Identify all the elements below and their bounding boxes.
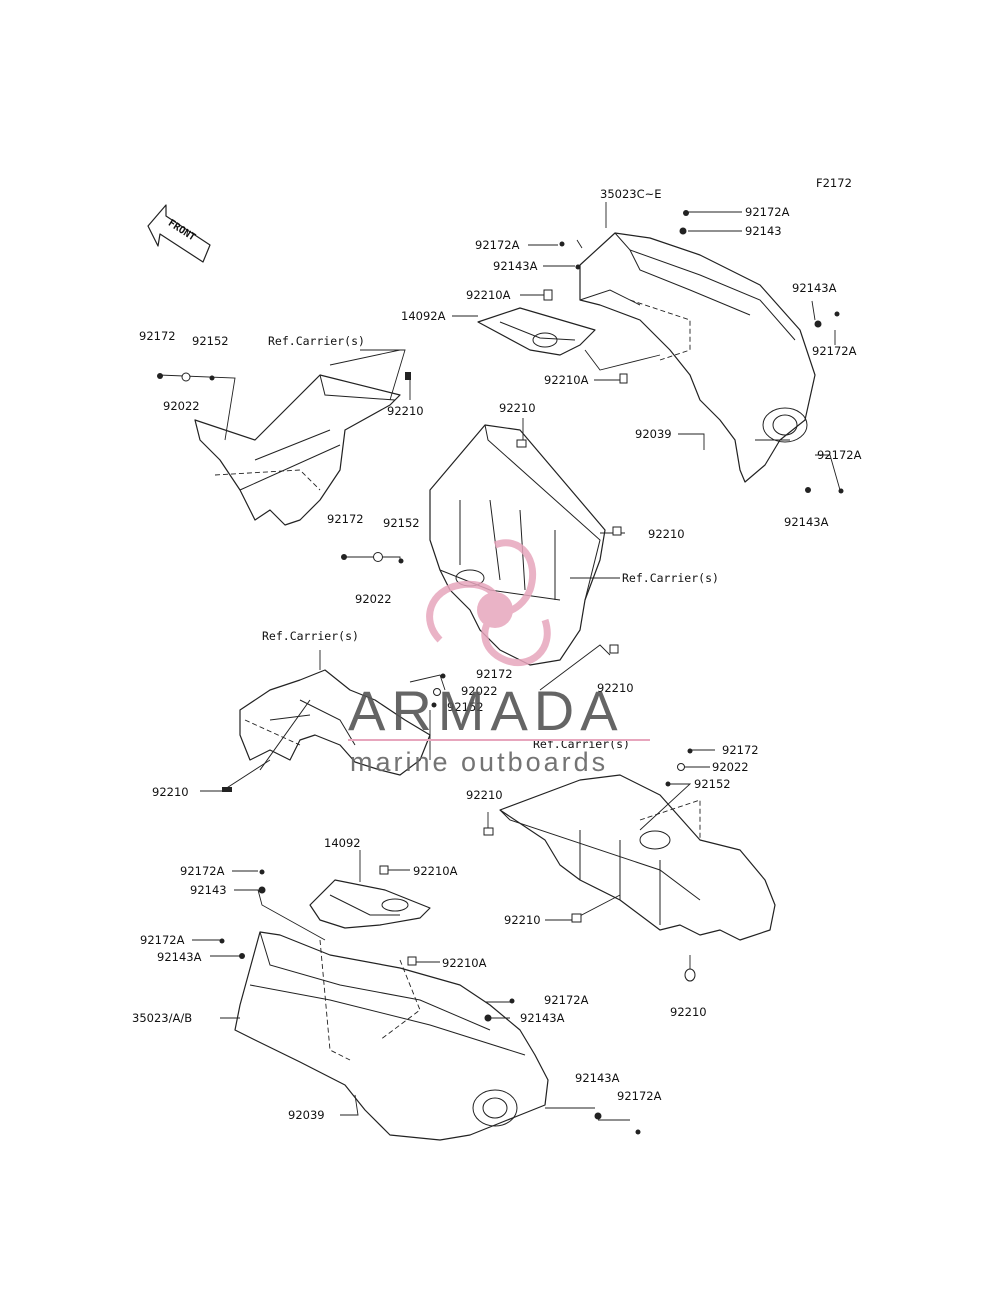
label-92210: 92210 xyxy=(466,788,503,802)
label-92210A: 92210A xyxy=(442,956,487,970)
label-92172A: 92172A xyxy=(617,1089,662,1103)
label-92152: 92152 xyxy=(447,700,484,714)
carrier-bracket-mid-left xyxy=(239,669,431,776)
label-92152: 92152 xyxy=(192,334,229,348)
rear-fender-upper xyxy=(579,232,816,483)
label-92039: 92039 xyxy=(288,1108,325,1122)
rear-fender-lower xyxy=(234,931,549,1141)
label-92210: 92210 xyxy=(504,913,541,927)
label-92172A: 92172A xyxy=(812,344,857,358)
label-92143A: 92143A xyxy=(520,1011,565,1025)
label-92172A: 92172A xyxy=(180,864,225,878)
watermark-brand: ARMADA xyxy=(348,679,624,742)
label-92152: 92152 xyxy=(383,516,420,530)
part-labels: 35023C~E 92172A 92143 92172A 92143A 9221… xyxy=(132,187,862,1122)
label-92210: 92210 xyxy=(499,401,536,415)
carrier-bracket-left xyxy=(194,374,401,526)
armada-logo-icon xyxy=(426,539,551,667)
label-35023-A-B: 35023/A/B xyxy=(132,1011,192,1025)
storage-box-right xyxy=(499,774,776,941)
label-92172: 92172 xyxy=(327,512,364,526)
label-92172: 92172 xyxy=(476,667,513,681)
label-92172: 92172 xyxy=(722,743,759,757)
label-92210A: 92210A xyxy=(466,288,511,302)
label-92143: 92143 xyxy=(745,224,782,238)
label-92022: 92022 xyxy=(355,592,392,606)
label-92022: 92022 xyxy=(163,399,200,413)
label-14092A: 14092A xyxy=(401,309,446,323)
label-92152: 92152 xyxy=(694,777,731,791)
label-92172A: 92172A xyxy=(817,448,862,462)
label-92143A: 92143A xyxy=(575,1071,620,1085)
figure-code: F2172 xyxy=(816,176,852,190)
label-92210: 92210 xyxy=(597,681,634,695)
label-92143A: 92143A xyxy=(157,950,202,964)
label-92022: 92022 xyxy=(712,760,749,774)
label-92172A: 92172A xyxy=(140,933,185,947)
label-ref-carrier: Ref.Carrier(s) xyxy=(622,571,719,585)
label-35023C-E: 35023C~E xyxy=(600,187,662,201)
label-92172A: 92172A xyxy=(544,993,589,1007)
label-92210: 92210 xyxy=(670,1005,707,1019)
label-92210: 92210 xyxy=(152,785,189,799)
label-92143A: 92143A xyxy=(792,281,837,295)
front-arrow-icon: FRONT xyxy=(147,204,211,263)
label-92210A: 92210A xyxy=(413,864,458,878)
label-ref-carrier: Ref.Carrier(s) xyxy=(268,334,365,348)
label-92172A: 92172A xyxy=(745,205,790,219)
label-92143: 92143 xyxy=(190,883,227,897)
label-92172A: 92172A xyxy=(475,238,520,252)
label-92039: 92039 xyxy=(635,427,672,441)
label-92210: 92210 xyxy=(387,404,424,418)
label-92210: 92210 xyxy=(648,527,685,541)
mud-flap-14092A xyxy=(477,307,596,356)
watermark-tagline: marine outboards xyxy=(350,747,608,777)
label-92022: 92022 xyxy=(461,684,498,698)
label-92143A: 92143A xyxy=(784,515,829,529)
watermark: ARMADA marine outboards xyxy=(348,539,650,777)
label-92172: 92172 xyxy=(139,329,176,343)
label-92143A: 92143A xyxy=(493,259,538,273)
label-ref-carrier: Ref.Carrier(s) xyxy=(262,629,359,643)
mud-flap-14092 xyxy=(309,879,431,929)
label-14092: 14092 xyxy=(324,836,361,850)
label-92210A: 92210A xyxy=(544,373,589,387)
